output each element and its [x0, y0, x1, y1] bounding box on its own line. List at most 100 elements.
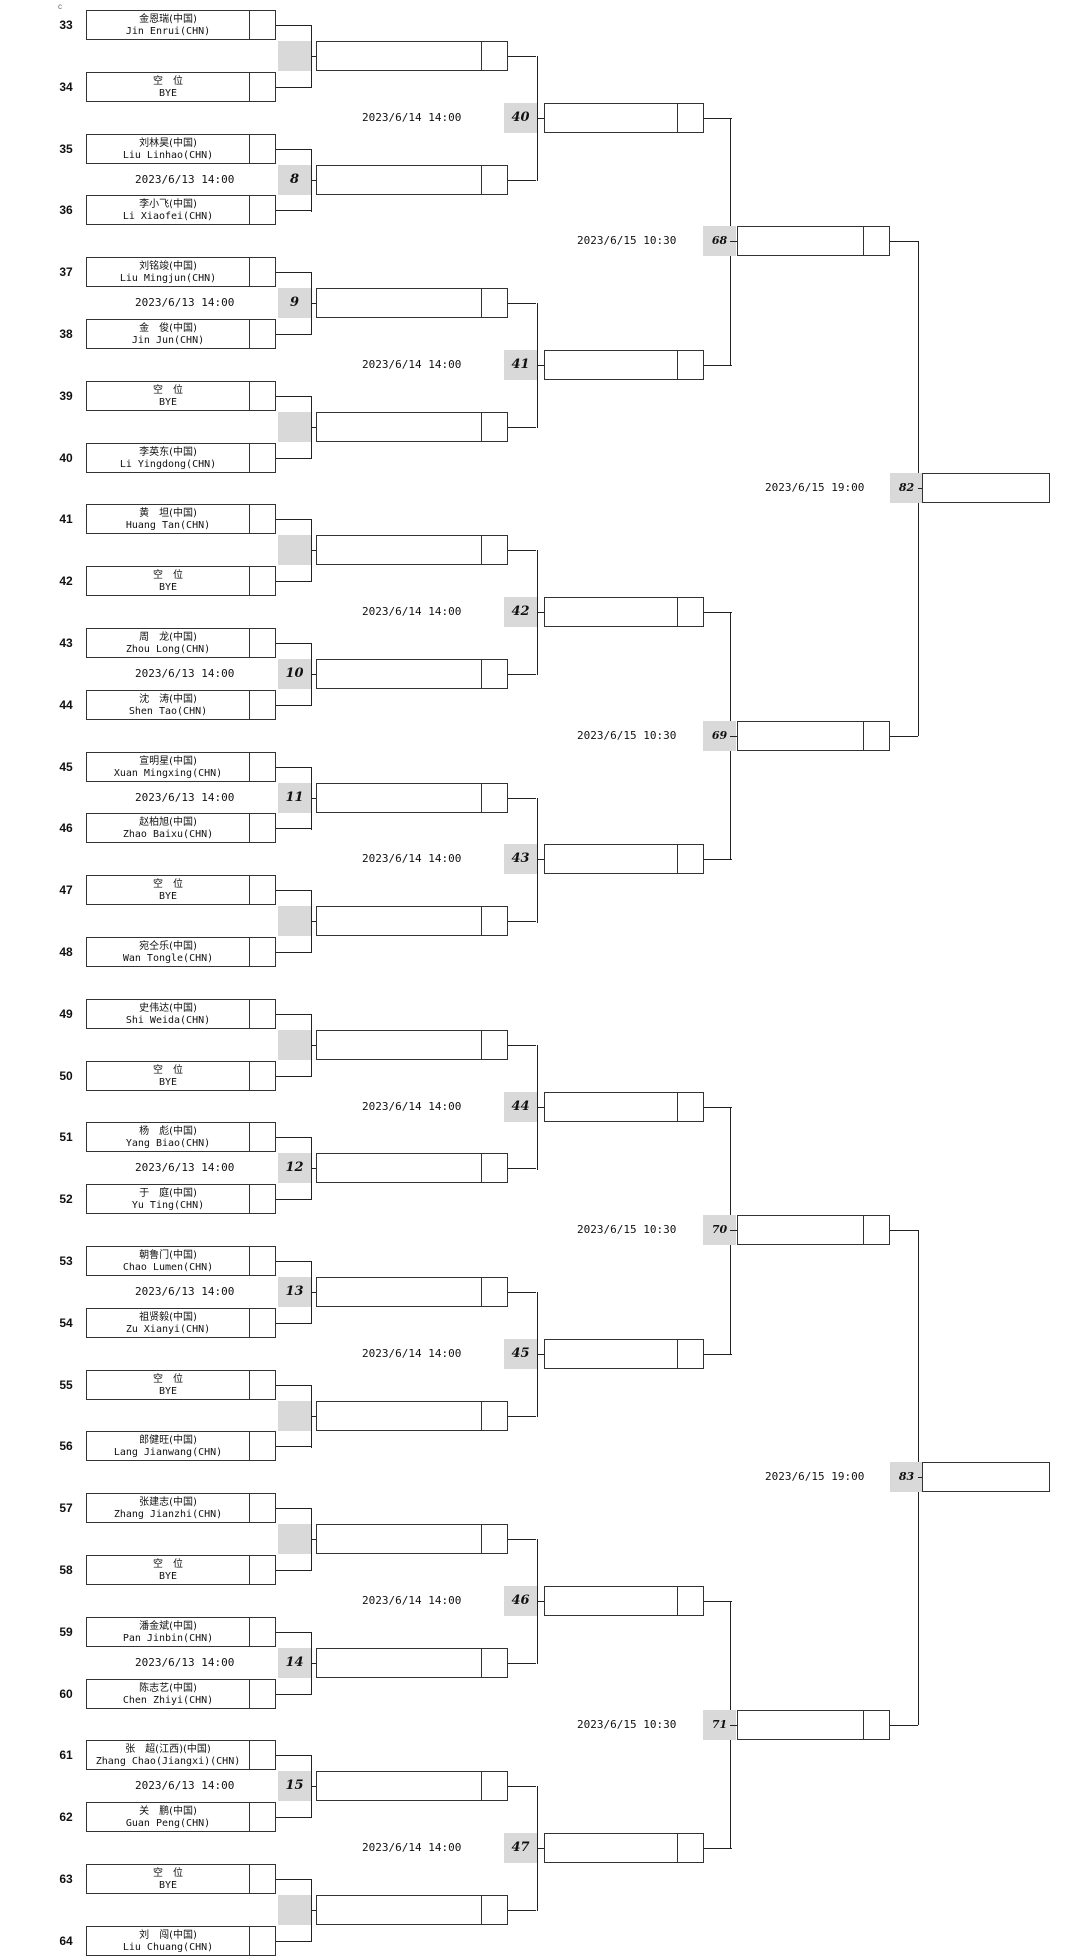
player-entry[interactable]: 刘铭竣(中国)Liu Mingjun(CHN) — [86, 257, 276, 287]
player-entry[interactable]: 张 超(江西)(中国)Zhang Chao(Jiangxi)(CHN) — [86, 1740, 276, 1770]
match-winner-slot[interactable] — [316, 1030, 508, 1060]
match-winner-slot[interactable] — [316, 41, 508, 71]
score-cell — [481, 1030, 507, 1060]
match-winner-slot[interactable] — [544, 1092, 704, 1122]
match-winner-slot[interactable] — [316, 1895, 508, 1925]
match-winner-slot[interactable] — [316, 1153, 508, 1183]
match-number — [278, 1524, 311, 1554]
match-winner-slot[interactable] — [737, 721, 890, 751]
bracket-connector — [276, 334, 311, 335]
player-name-en: Pan Jinbin(CHN) — [122, 1633, 214, 1644]
player-name-zh: 祖贤毅(中国) — [139, 1312, 197, 1323]
score-cell — [249, 999, 275, 1029]
bracket-connector — [276, 519, 311, 520]
player-name-zh: 赵柏旭(中国) — [139, 817, 197, 828]
match-winner-slot[interactable] — [316, 288, 508, 318]
player-entry[interactable]: 金 俊(中国)Jin Jun(CHN) — [86, 319, 276, 349]
player-entry[interactable]: 刘林昊(中国)Liu Linhao(CHN) — [86, 134, 276, 164]
player-entry[interactable]: 潘金斌(中国)Pan Jinbin(CHN) — [86, 1617, 276, 1647]
bracket-connector — [918, 1477, 922, 1478]
match-winner-slot[interactable] — [737, 1710, 890, 1740]
match-number — [278, 1895, 311, 1925]
player-entry[interactable]: 朝鲁门(中国)Chao Lumen(CHN) — [86, 1246, 276, 1276]
match-winner-slot[interactable] — [316, 1401, 508, 1431]
player-entry[interactable]: 陈志艺(中国)Chen Zhiyi(CHN) — [86, 1679, 276, 1709]
player-entry[interactable]: 史伟达(中国)Shi Weida(CHN) — [86, 999, 276, 1029]
match-time: 2023/6/13 14:00 — [135, 173, 235, 186]
match-winner-slot[interactable] — [316, 659, 508, 689]
match-time: 2023/6/14 14:00 — [362, 605, 462, 618]
player-entry[interactable]: 祖贤毅(中国)Zu Xianyi(CHN) — [86, 1308, 276, 1338]
player-name-zh: 空 位 — [153, 385, 183, 396]
match-time: 2023/6/14 14:00 — [362, 1347, 462, 1360]
match-winner-slot[interactable] — [316, 412, 508, 442]
score-cell — [481, 288, 507, 318]
bracket-connector — [276, 1755, 311, 1756]
player-name-en: Zhou Long(CHN) — [125, 644, 211, 655]
player-entry[interactable]: 郎健旺(中国)Lang Jianwang(CHN) — [86, 1431, 276, 1461]
bracket-connector — [311, 1292, 316, 1293]
match-number: 9 — [278, 288, 311, 318]
player-entry[interactable]: 刘 闯(中国)Liu Chuang(CHN) — [86, 1926, 276, 1956]
player-name-zh: 金 俊(中国) — [139, 323, 197, 334]
player-entry[interactable]: 于 庭(中国)Yu Ting(CHN) — [86, 1184, 276, 1214]
match-winner-slot[interactable] — [922, 1462, 1050, 1492]
match-number — [278, 41, 311, 71]
match-winner-slot[interactable] — [737, 226, 890, 256]
player-entry[interactable]: 李小飞(中国)Li Xiaofei(CHN) — [86, 195, 276, 225]
match-winner-slot[interactable] — [544, 1339, 704, 1369]
match-winner-slot[interactable] — [544, 597, 704, 627]
player-entry[interactable]: 黄 坦(中国)Huang Tan(CHN) — [86, 504, 276, 534]
match-winner-slot[interactable] — [316, 783, 508, 813]
player-name-zh: 空 位 — [153, 76, 183, 87]
bracket-connector — [730, 736, 737, 737]
match-winner-slot[interactable] — [316, 535, 508, 565]
player-entry[interactable]: 张建志(中国)Zhang Jianzhi(CHN) — [86, 1493, 276, 1523]
player-entry[interactable]: 关 鹏(中国)Guan Peng(CHN) — [86, 1802, 276, 1832]
score-cell — [249, 381, 275, 411]
match-time: 2023/6/13 14:00 — [135, 296, 235, 309]
score-cell — [677, 1092, 703, 1122]
match-winner-slot[interactable] — [544, 1586, 704, 1616]
match-winner-slot[interactable] — [544, 1833, 704, 1863]
match-winner-slot[interactable] — [544, 103, 704, 133]
player-entry[interactable]: 宣明星(中国)Xuan Mingxing(CHN) — [86, 752, 276, 782]
player-entry[interactable]: 金恩瑞(中国)Jin Enrui(CHN) — [86, 10, 276, 40]
score-cell — [249, 628, 275, 658]
player-name-zh: 刘铭竣(中国) — [139, 261, 197, 272]
match-time: 2023/6/15 10:30 — [577, 1223, 677, 1236]
match-winner-slot[interactable] — [544, 844, 704, 874]
player-entry[interactable]: 李英东(中国)Li Yingdong(CHN) — [86, 443, 276, 473]
player-entry[interactable]: 赵柏旭(中国)Zhao Baixu(CHN) — [86, 813, 276, 843]
match-winner-slot[interactable] — [922, 473, 1050, 503]
player-entry[interactable]: 宛仝乐(中国)Wan Tongle(CHN) — [86, 937, 276, 967]
bracket-connector — [311, 1910, 316, 1911]
player-name-en: Li Xiaofei(CHN) — [122, 211, 214, 222]
match-winner-slot[interactable] — [316, 165, 508, 195]
player-entry[interactable]: 周 龙(中国)Zhou Long(CHN) — [86, 628, 276, 658]
match-winner-slot[interactable] — [316, 1648, 508, 1678]
match-winner-slot[interactable] — [316, 1524, 508, 1554]
match-time: 2023/6/15 10:30 — [577, 234, 677, 247]
match-winner-slot[interactable] — [737, 1215, 890, 1245]
match-winner-slot[interactable] — [316, 1771, 508, 1801]
bracket-connector — [276, 1323, 311, 1324]
bracket-connector — [311, 798, 316, 799]
bracket-connector — [704, 1107, 732, 1108]
match-number: 12 — [278, 1153, 311, 1183]
player-entry[interactable]: 杨 彪(中国)Yang Biao(CHN) — [86, 1122, 276, 1152]
bracket-connector — [537, 1354, 544, 1355]
match-winner-slot[interactable] — [316, 1277, 508, 1307]
match-winner-slot[interactable] — [544, 350, 704, 380]
match-time: 2023/6/14 14:00 — [362, 852, 462, 865]
player-entry[interactable]: 沈 涛(中国)Shen Tao(CHN) — [86, 690, 276, 720]
match-winner-slot[interactable] — [316, 906, 508, 936]
